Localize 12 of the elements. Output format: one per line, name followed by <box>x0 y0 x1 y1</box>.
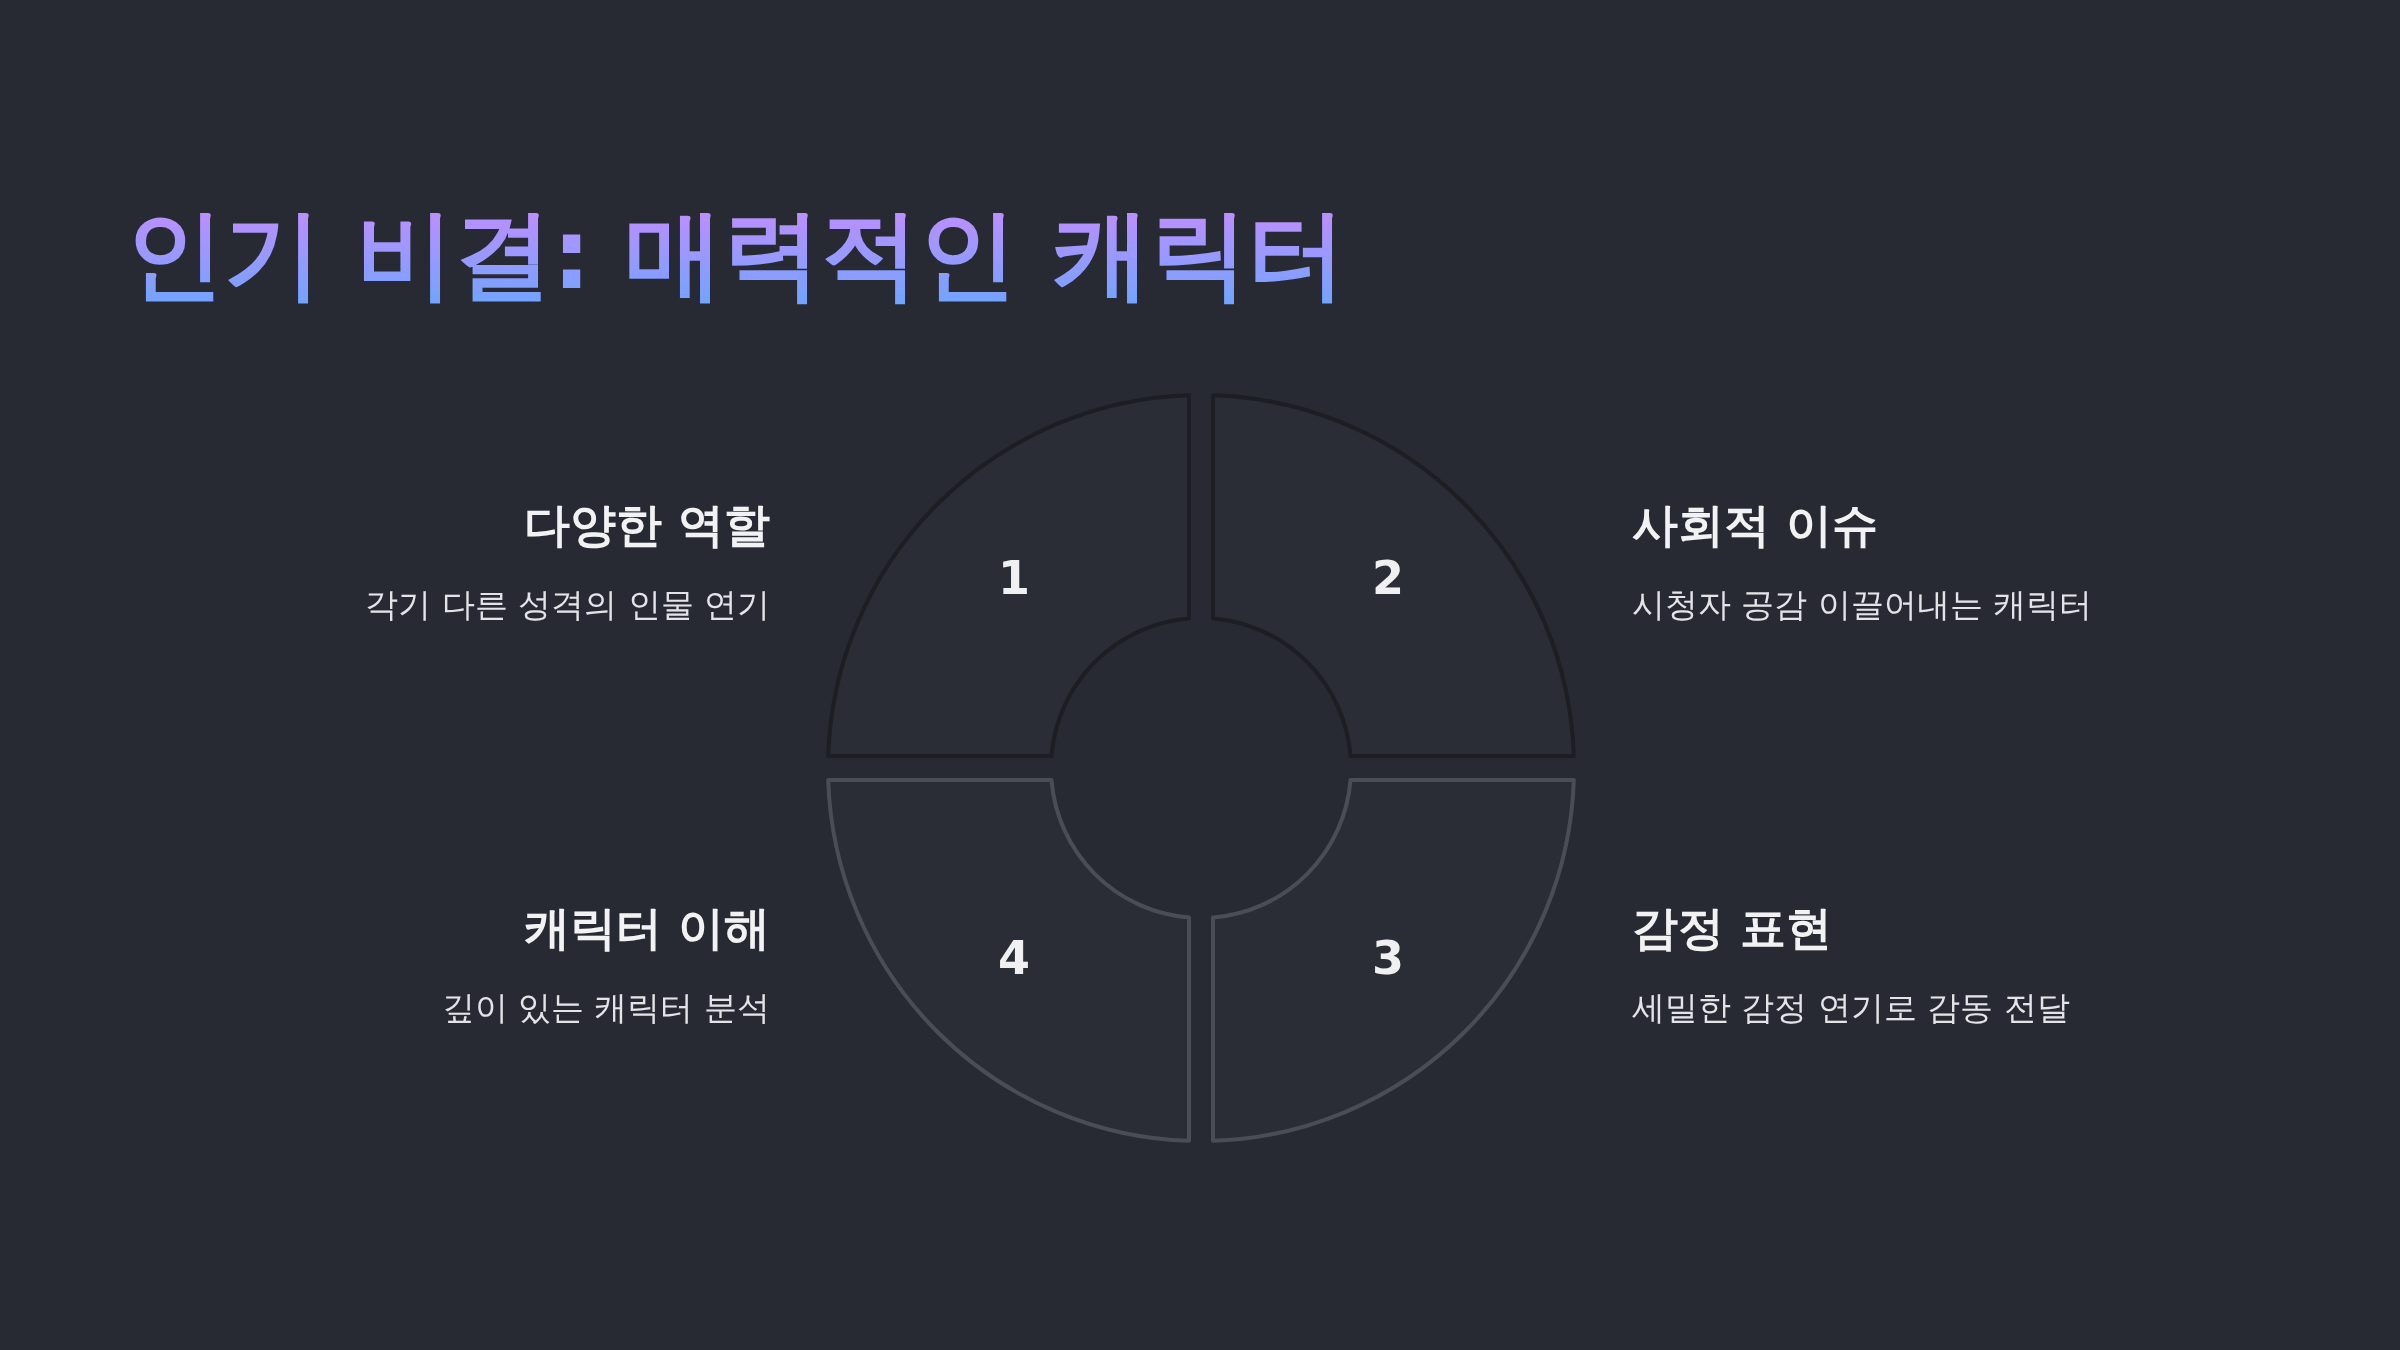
item-description: 깊이 있는 캐릭터 분석 <box>441 987 770 1029</box>
item-description: 시청자 공감 이끌어내는 캐릭터 <box>1632 584 2093 626</box>
step-number: 3 <box>1372 931 1404 985</box>
item-heading: 캐릭터 이해 <box>524 900 770 957</box>
item-heading: 감정 표현 <box>1632 900 1832 957</box>
step-number: 1 <box>998 551 1030 605</box>
step-number: 4 <box>998 931 1030 985</box>
step-number: 2 <box>1372 551 1404 605</box>
item-heading: 사회적 이슈 <box>1632 497 1878 554</box>
item-description: 세밀한 감정 연기로 감동 전달 <box>1632 987 2070 1029</box>
item-description: 각기 다른 성격의 인물 연기 <box>365 584 770 626</box>
item-heading: 다양한 역할 <box>524 497 770 554</box>
